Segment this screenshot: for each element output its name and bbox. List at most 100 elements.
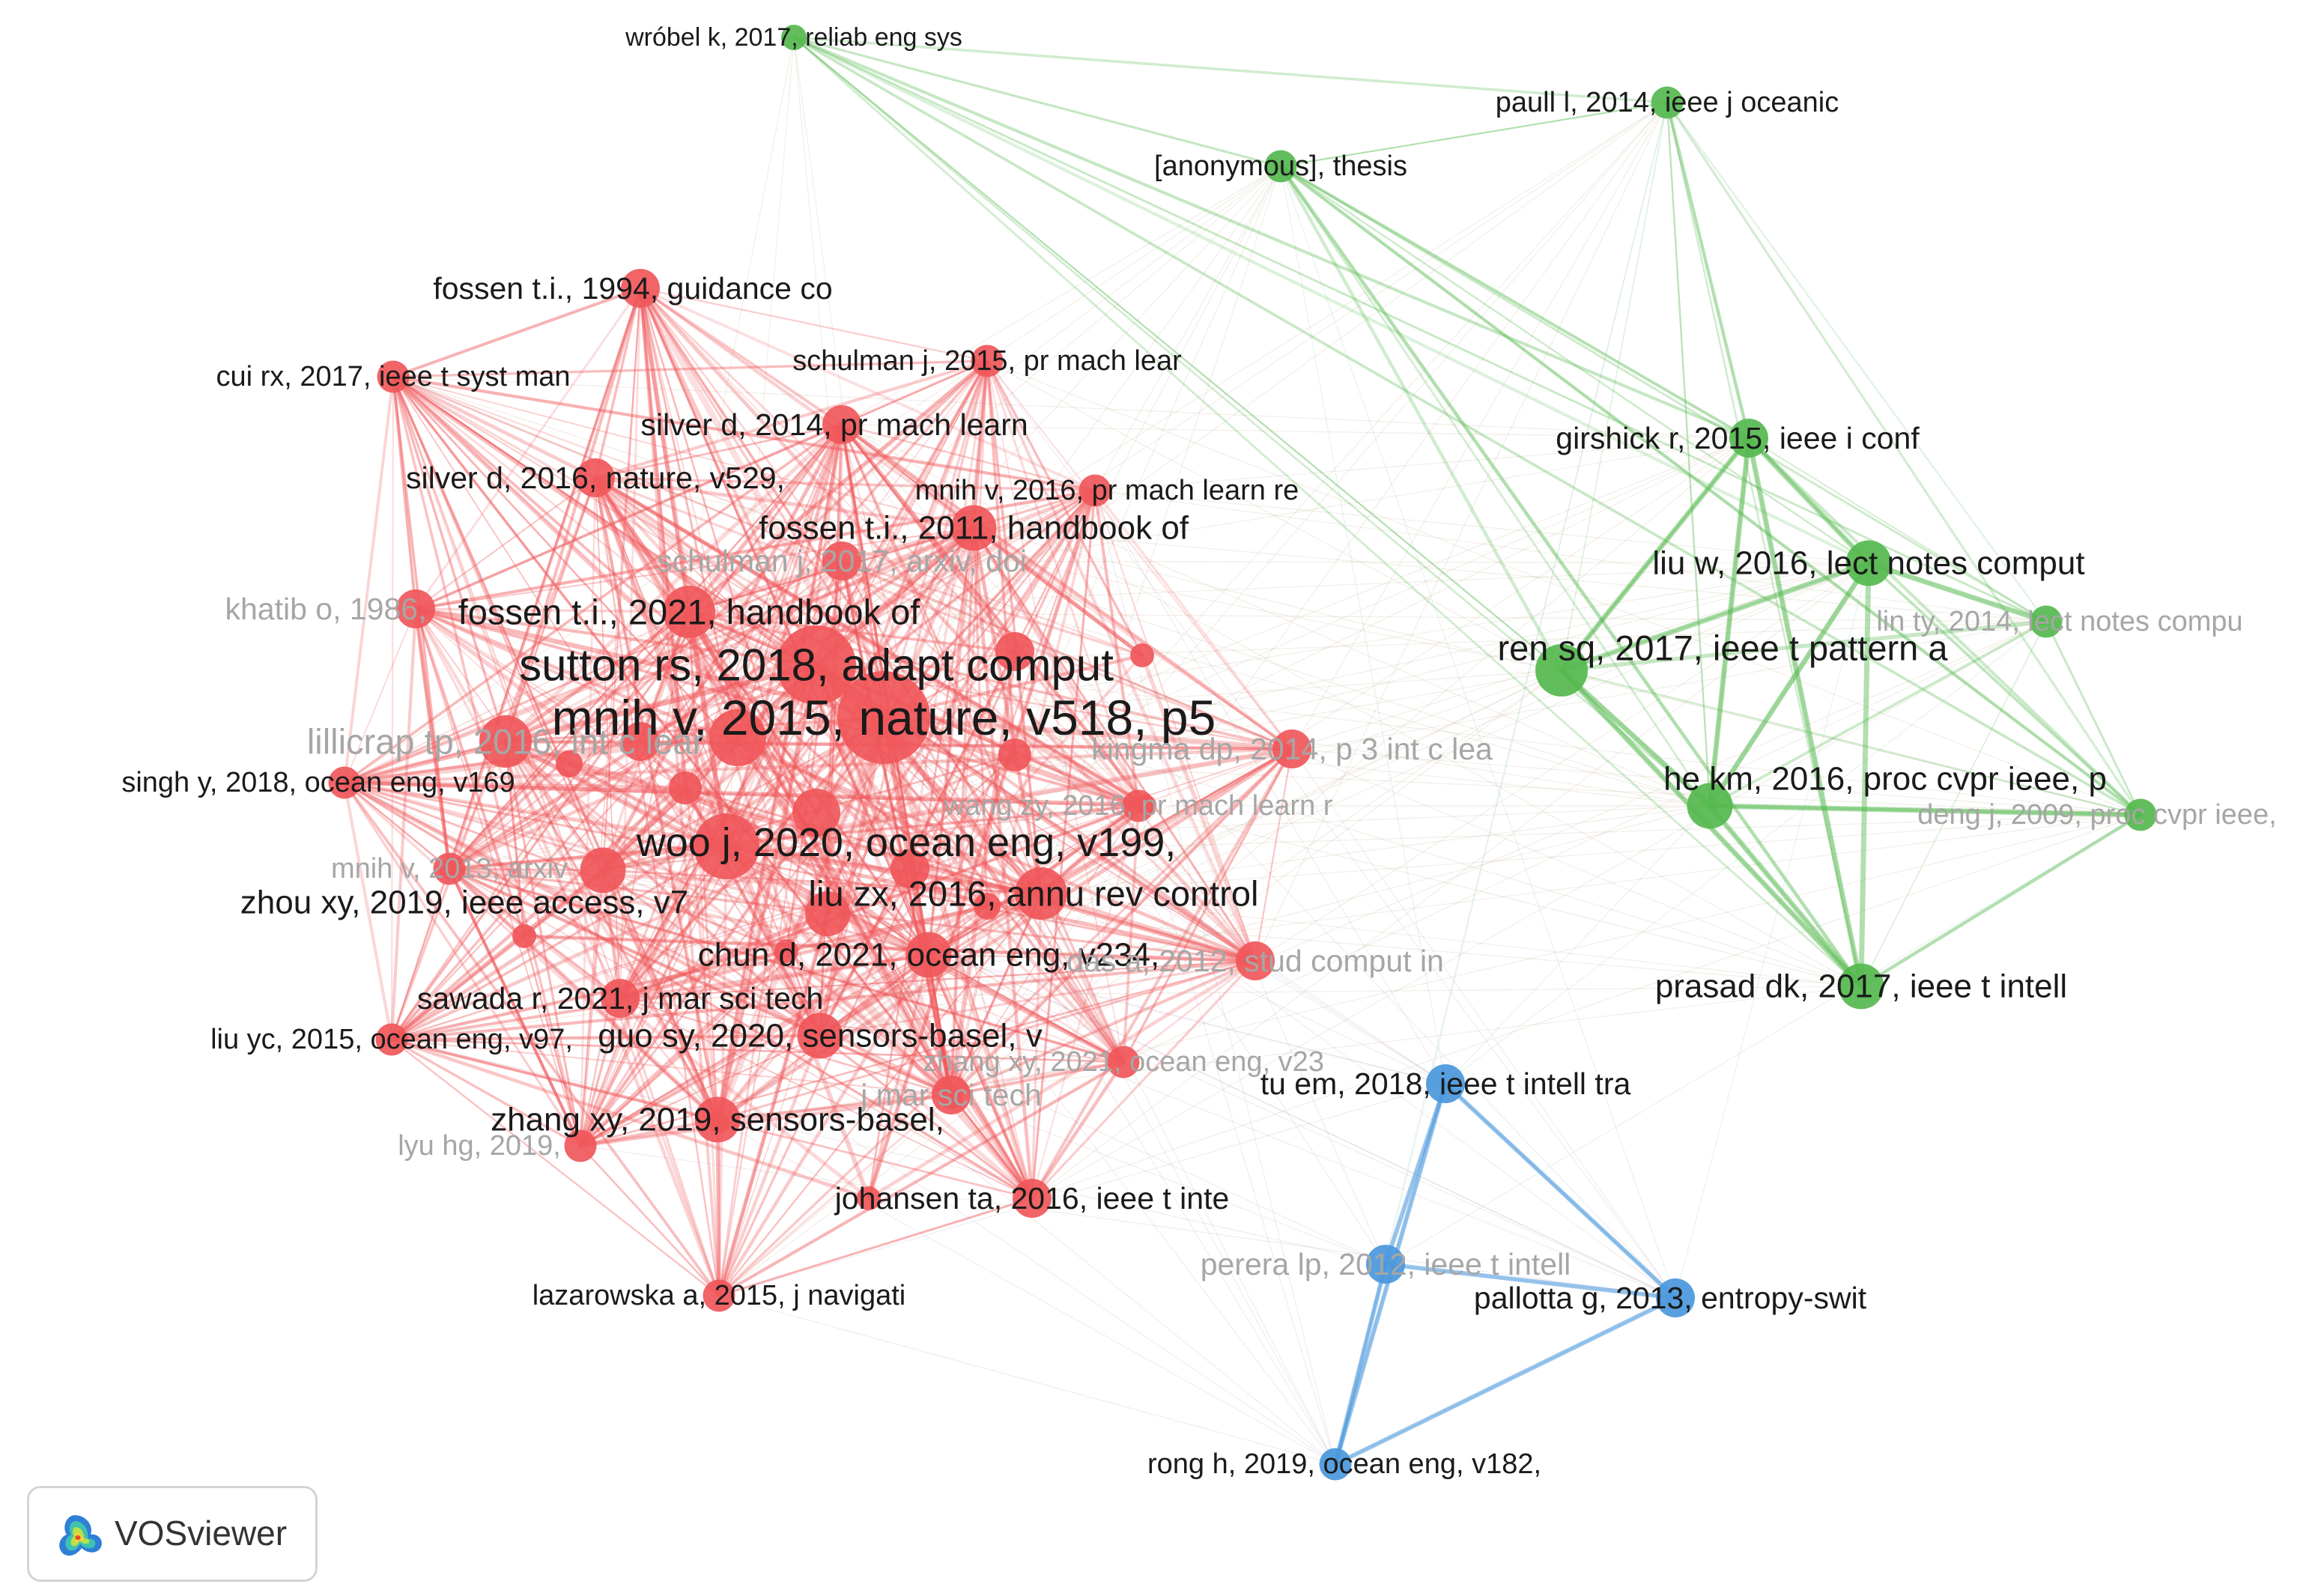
network-edge <box>580 1145 1676 1299</box>
network-node-chun[interactable] <box>905 932 952 978</box>
network-edge <box>579 804 1140 1147</box>
network-edge <box>601 869 1043 895</box>
network-edge <box>717 359 989 1297</box>
network-node-mnih15[interactable] <box>837 671 930 764</box>
network-node-girshick[interactable] <box>1729 419 1768 458</box>
network-node-wrobel[interactable] <box>781 25 807 50</box>
network-node[interactable] <box>974 893 1001 920</box>
network-node-guosy[interactable] <box>797 1013 843 1059</box>
network-edge <box>841 560 1869 564</box>
network-edge <box>1280 166 1676 1299</box>
network-node-hekm[interactable] <box>1687 783 1733 829</box>
network-edge <box>639 287 1016 653</box>
network-node-lazarowska[interactable] <box>703 1279 735 1312</box>
network-node[interactable] <box>998 738 1031 771</box>
network-edge <box>1443 1081 1678 1300</box>
network-node-tuem[interactable] <box>1426 1064 1465 1103</box>
network-edge <box>1122 804 1140 1064</box>
network-node-paull[interactable] <box>1651 86 1684 119</box>
network-node-zhangxy19[interactable] <box>694 1096 741 1143</box>
network-edge <box>867 959 1257 1201</box>
network-node-lillicrap[interactable] <box>479 715 532 768</box>
network-node-johansen[interactable] <box>1013 1179 1052 1218</box>
network-edge <box>504 559 843 743</box>
node-label-dual: j mar sci tech <box>860 1078 1042 1112</box>
network-edge <box>819 489 1096 1037</box>
network-node-schulman17[interactable] <box>822 541 861 580</box>
network-node-rongh[interactable] <box>1319 1448 1352 1481</box>
network-edge <box>688 489 1096 613</box>
network-node-fossen11[interactable] <box>950 505 997 551</box>
network-node-singh[interactable] <box>328 766 361 799</box>
network-node[interactable] <box>805 891 850 936</box>
network-node-kingma[interactable] <box>1272 729 1311 768</box>
network-node[interactable] <box>1130 643 1154 667</box>
network-edge <box>881 714 1035 1201</box>
network-node-liuyc[interactable] <box>375 1023 408 1056</box>
network-edge <box>415 608 952 1096</box>
network-node-mnih16[interactable] <box>1078 474 1111 507</box>
network-node-mnih2013[interactable] <box>433 852 466 885</box>
network-node-zhangxy21[interactable] <box>1107 1046 1140 1078</box>
network-edge <box>973 527 1293 750</box>
network-node-cuirx[interactable] <box>377 360 410 393</box>
network-node-sawada[interactable] <box>601 979 640 1018</box>
network-node[interactable] <box>621 722 660 761</box>
network-node-das[interactable] <box>1236 941 1275 980</box>
node-label-linty: lin ty, 2014, lect notes compu <box>1876 606 2242 637</box>
network-edge <box>390 423 843 1041</box>
network-edge <box>717 845 728 1297</box>
network-node[interactable] <box>774 939 798 963</box>
network-node-fossen94[interactable] <box>621 269 660 308</box>
network-node-sutton[interactable] <box>777 625 856 705</box>
network-node[interactable] <box>995 632 1034 671</box>
network-edge <box>389 1034 822 1042</box>
network-node-liuw[interactable] <box>1845 540 1892 586</box>
network-node[interactable] <box>857 1186 881 1210</box>
network-node[interactable] <box>669 771 702 804</box>
network-node-pallotta[interactable] <box>1656 1278 1695 1317</box>
network-node-silver16[interactable] <box>576 458 615 497</box>
network-edge <box>449 562 1869 870</box>
network-edge <box>688 611 1336 1465</box>
network-edge <box>639 287 975 530</box>
network-edge <box>594 476 1140 807</box>
network-node-woo[interactable] <box>694 813 759 879</box>
network-edge <box>392 375 691 613</box>
network-edge <box>986 360 1124 1063</box>
network-edge <box>840 423 1140 807</box>
network-edge <box>343 781 582 1147</box>
network-node-rensq[interactable] <box>1535 644 1588 697</box>
network-edge <box>505 741 2141 816</box>
network-node-prasad[interactable] <box>1838 963 1884 1010</box>
network-node[interactable] <box>556 750 583 777</box>
network-node-khatib[interactable] <box>396 589 435 628</box>
network-node-anon[interactable] <box>1264 150 1297 183</box>
network-node-schulman15[interactable] <box>971 345 1004 377</box>
network-node-fossen21[interactable] <box>663 586 715 638</box>
network-edge <box>928 102 1668 956</box>
network-edge <box>389 607 418 1042</box>
network-node[interactable] <box>792 789 840 837</box>
network-edge <box>1746 435 1864 989</box>
network-edge <box>717 1034 822 1298</box>
network-edge <box>1040 893 1446 1084</box>
network-edge <box>840 422 1148 807</box>
network-node-wang16[interactable] <box>1122 789 1155 822</box>
network-edge <box>1031 621 2047 1199</box>
network-node-zhouxy[interactable] <box>580 847 626 893</box>
network-node[interactable] <box>709 709 766 766</box>
network-edge <box>447 867 1043 896</box>
network-node-silver14[interactable] <box>822 405 861 444</box>
network-node[interactable] <box>512 924 536 948</box>
network-node-perera[interactable] <box>1366 1245 1405 1284</box>
network-node[interactable] <box>890 849 929 888</box>
network-node-dual[interactable] <box>932 1075 971 1114</box>
network-edge <box>718 437 1750 1296</box>
network-node-dengj[interactable] <box>2124 798 2157 831</box>
network-node-liuzx[interactable] <box>1015 867 1067 920</box>
network-node-lyuhg[interactable] <box>564 1129 597 1162</box>
network-node-linty[interactable] <box>2030 605 2063 638</box>
network-edge <box>392 375 1144 657</box>
